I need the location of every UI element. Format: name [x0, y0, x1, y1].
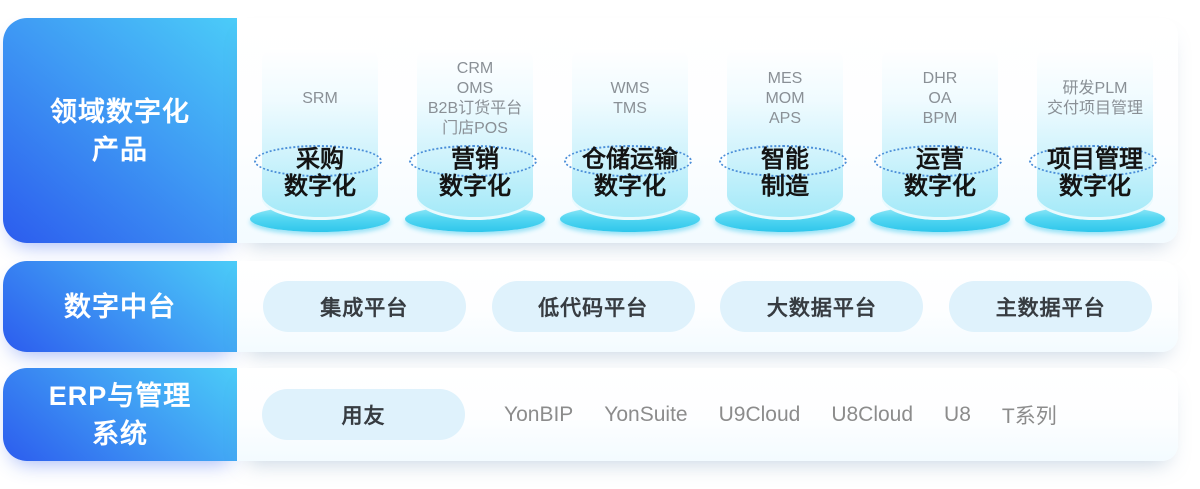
cylinder-procurement: SRM 采购 数字化 [248, 48, 392, 238]
cylinder-product-list: DHR OA BPM [922, 70, 958, 127]
cylinder-dotted-ring [719, 145, 847, 177]
cylinder-warehouse-logistics: WMS TMS 仓储运输 数字化 [558, 48, 702, 238]
erp-product-yonbip: YonBIP [504, 402, 574, 426]
erp-product-list: YonBIP YonSuite U9Cloud U8Cloud U8 T系列 [504, 400, 1057, 430]
cylinder-project-management: 研发PLM 交付项目管理 项目管理 数字化 [1023, 48, 1167, 238]
cylinder-marketing: CRM OMS B2B订货平台 门店POS 营销 数字化 [403, 48, 547, 238]
cylinder-product-list: WMS TMS [610, 80, 650, 117]
cylinder-product-list: SRM [302, 90, 338, 107]
erp-product-yonsuite: YonSuite [604, 402, 688, 426]
pill-low-code-platform: 低代码平台 [491, 281, 695, 332]
row-erp-systems: ERP与管理 系统 用友 YonBIP YonSuite U9Cloud U8C… [3, 368, 1178, 461]
row-domain-products: 领域数字化 产品 SRM 采购 数字化 CRM OMS B2B订货平台 门店PO… [3, 18, 1178, 243]
pill-master-data-platform: 主数据平台 [949, 281, 1153, 332]
cylinder-operations: DHR OA BPM 运营 数字化 [868, 48, 1012, 238]
panel-domain-products: SRM 采购 数字化 CRM OMS B2B订货平台 门店POS 营销 数字化 … [237, 18, 1178, 243]
cylinder-title: 采购 数字化 [284, 146, 356, 200]
row-label-erp-systems: ERP与管理 系统 [3, 368, 237, 461]
cylinder-product-list: 研发PLM 交付项目管理 [1046, 80, 1143, 117]
erp-product-t-series: T系列 [1001, 404, 1057, 428]
cylinder-title: 运营 数字化 [904, 146, 976, 200]
cylinder-dotted-ring [254, 145, 382, 177]
row-label-digital-platform: 数字中台 [3, 261, 237, 352]
cylinder-body [262, 48, 378, 220]
erp-product-u8: U8 [944, 402, 971, 426]
cylinder-product-list: MES MOM APS [765, 70, 805, 127]
cylinder-product-list: CRM OMS B2B订货平台 门店POS [427, 60, 523, 137]
cylinder-dotted-ring [409, 145, 537, 177]
cylinder-dotted-ring [874, 145, 1002, 177]
erp-product-u8cloud: U8Cloud [831, 402, 914, 426]
pill-integration-platform: 集成平台 [262, 281, 466, 332]
pill-big-data-platform: 大数据平台 [720, 281, 924, 332]
row-label-domain-products: 领域数字化 产品 [3, 18, 237, 243]
cylinder-title: 仓储运输 数字化 [582, 146, 678, 200]
cylinder-body [1037, 48, 1153, 220]
cylinder-body [417, 48, 533, 220]
cylinder-title: 智能 制造 [761, 146, 809, 200]
row-digital-platform: 数字中台 集成平台 低代码平台 大数据平台 主数据平台 [3, 261, 1178, 352]
erp-product-u9cloud: U9Cloud [718, 402, 801, 426]
cylinder-body [572, 48, 688, 220]
cylinder-title: 营销 数字化 [439, 146, 511, 200]
pill-yonyou: 用友 [262, 389, 465, 440]
cylinder-dotted-ring [1029, 145, 1157, 177]
cylinder-smart-manufacturing: MES MOM APS 智能 制造 [713, 48, 857, 238]
cylinder-body [882, 48, 998, 220]
cylinder-body [727, 48, 843, 220]
panel-digital-platform: 集成平台 低代码平台 大数据平台 主数据平台 [237, 261, 1178, 352]
cylinder-title: 项目管理 数字化 [1047, 146, 1143, 200]
panel-erp-systems: 用友 YonBIP YonSuite U9Cloud U8Cloud U8 T系… [237, 368, 1178, 461]
cylinder-dotted-ring [564, 145, 692, 177]
